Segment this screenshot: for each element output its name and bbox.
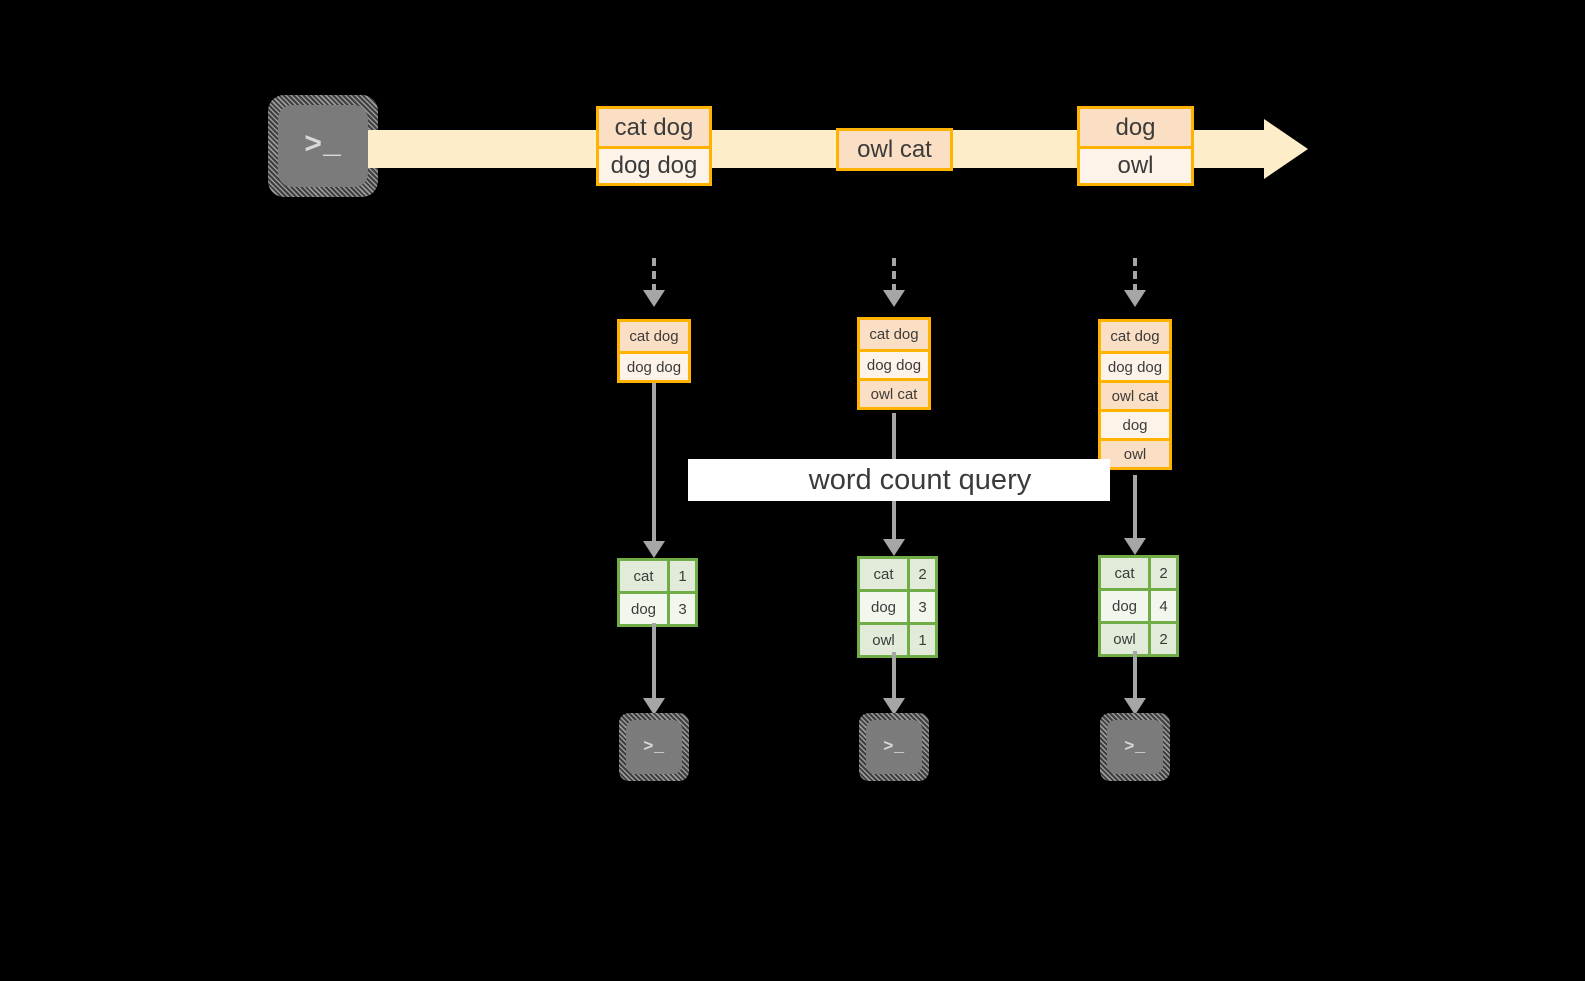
stream-record-batch-3: dog owl [1077,106,1194,186]
result-word: cat [860,559,907,589]
unbounded-input-table-2: cat dog dog dog owl cat [857,317,931,410]
result-table-3: cat 2 dog 4 owl 2 [1098,555,1179,657]
result-table-2: cat 2 dog 3 owl 1 [857,556,938,658]
result-row: owl 2 [1101,621,1176,654]
dashed-connector-2 [892,258,896,292]
connector-result-to-sink-1 [652,623,656,701]
result-row: cat 1 [620,561,695,591]
result-count: 2 [1148,558,1176,588]
input-table-row: owl cat [1101,380,1169,409]
input-table-row: dog dog [1101,351,1169,380]
dashed-connector-1 [652,258,656,292]
result-count: 2 [1148,624,1176,654]
dashed-connector-3 [1133,258,1137,292]
query-banner: word count query [688,459,1110,501]
connector-result-to-sink-1-arrowhead-icon [643,698,665,715]
sink-terminal-icon-3: >_ [1100,713,1170,781]
input-table-row: dog dog [860,349,928,378]
stream-record-batch-2: owl cat [836,128,953,171]
input-table-row: dog [1101,409,1169,438]
result-word: dog [860,592,907,622]
dashed-connector-3-arrowhead-icon [1124,290,1146,307]
connector-input-to-result-3-arrowhead-icon [1124,538,1146,555]
connector-input-to-result-3 [1133,475,1137,541]
terminal-prompt-glyph: >_ [643,737,665,757]
result-count: 3 [907,592,935,622]
result-word: cat [620,561,667,591]
connector-result-to-sink-2-arrowhead-icon [883,698,905,715]
record-line: owl [1080,146,1191,183]
input-table-row: owl cat [860,378,928,407]
result-row: cat 2 [860,559,935,589]
terminal-body: >_ [626,720,682,774]
result-count: 2 [907,559,935,589]
input-table-row: cat dog [620,322,688,351]
connector-input-to-result-1 [652,383,656,543]
result-count: 1 [907,625,935,655]
result-word: owl [1101,624,1148,654]
input-table-row: cat dog [860,320,928,349]
record-line: owl cat [839,131,950,168]
connector-result-to-sink-3-arrowhead-icon [1124,698,1146,715]
input-table-row: cat dog [1101,322,1169,351]
result-word: cat [1101,558,1148,588]
terminal-prompt-glyph: >_ [1124,737,1146,757]
result-row: owl 1 [860,622,935,655]
dashed-connector-1-arrowhead-icon [643,290,665,307]
result-word: dog [620,594,667,624]
result-word: dog [1101,591,1148,621]
record-line: cat dog [599,109,709,146]
record-line: dog dog [599,146,709,183]
result-row: dog 3 [860,589,935,622]
unbounded-input-table-1: cat dog dog dog [617,319,691,383]
result-word: owl [860,625,907,655]
source-terminal-icon: >_ [268,95,378,197]
result-row: dog 4 [1101,588,1176,621]
result-row: dog 3 [620,591,695,624]
result-row: cat 2 [1101,558,1176,588]
connector-input-to-result-1-arrowhead-icon [643,541,665,558]
terminal-body: >_ [1107,720,1163,774]
terminal-body: >_ [866,720,922,774]
stream-record-batch-1: cat dog dog dog [596,106,712,186]
unbounded-input-table-3: cat dog dog dog owl cat dog owl [1098,319,1172,470]
record-line: dog [1080,109,1191,146]
sink-terminal-icon-1: >_ [619,713,689,781]
connector-result-to-sink-3 [1133,651,1137,701]
connector-input-to-result-2-arrowhead-icon [883,539,905,556]
terminal-body: >_ [278,105,368,187]
result-count: 4 [1148,591,1176,621]
connector-result-to-sink-2 [892,652,896,701]
stream-arrow-head-icon [1264,119,1308,179]
sink-terminal-icon-2: >_ [859,713,929,781]
terminal-prompt-glyph: >_ [883,737,905,757]
input-table-row: dog dog [620,351,688,380]
dashed-connector-2-arrowhead-icon [883,290,905,307]
input-table-row: owl [1101,438,1169,467]
result-count: 3 [667,594,695,624]
query-banner-label: word count query [808,463,1032,496]
terminal-prompt-glyph: >_ [304,129,342,163]
result-table-1: cat 1 dog 3 [617,558,698,627]
result-count: 1 [667,561,695,591]
